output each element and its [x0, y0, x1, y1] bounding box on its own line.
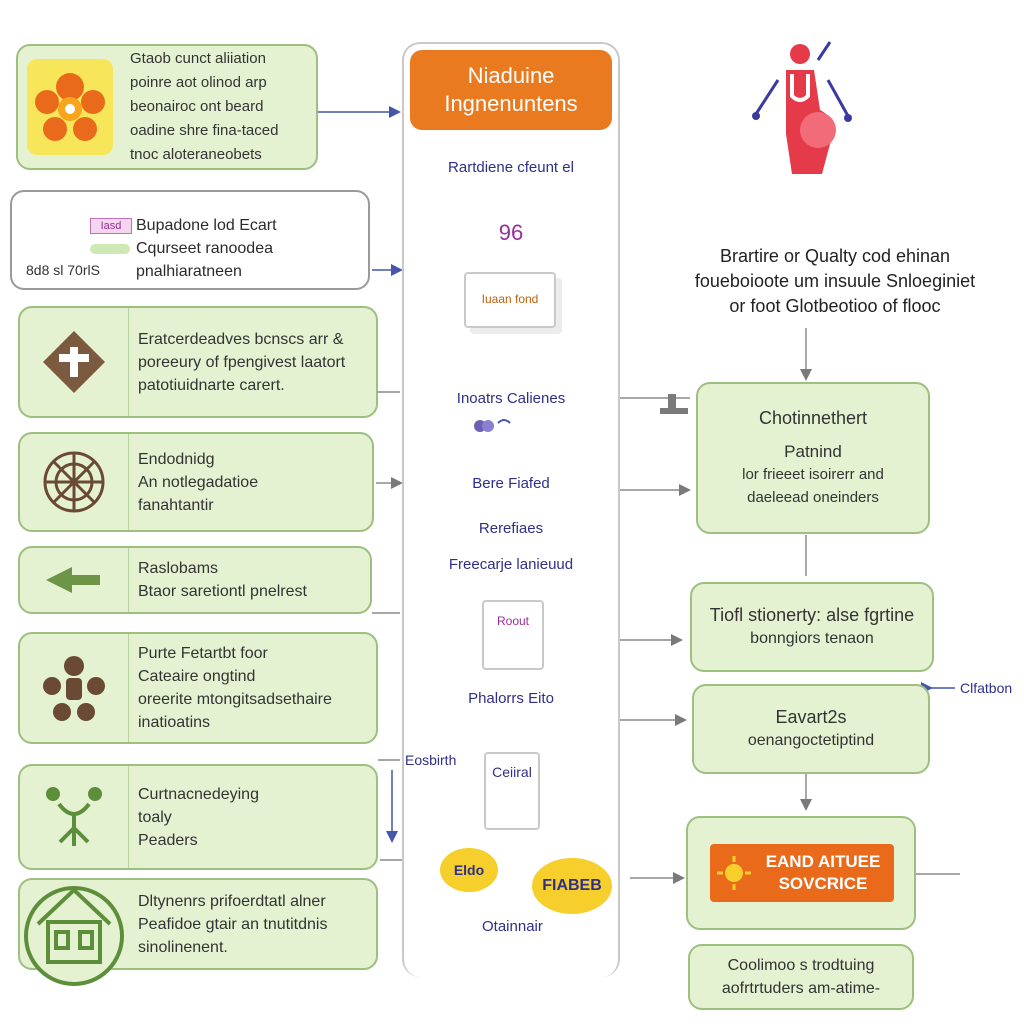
- left-box-5-line-1: Raslobams: [138, 560, 219, 577]
- right-box-1-line-2: daeleead oneinders: [747, 489, 879, 506]
- center-bottom-label: Otainnair: [482, 918, 543, 935]
- left-box-2[interactable]: Iasd 8d8 sl 70rlS Bupadone lod Ecart Cqu…: [10, 190, 370, 290]
- right-box-2-line-2: bonngiors tenaon: [750, 630, 874, 647]
- center-label-5: Freecarje lanieuud: [448, 556, 574, 573]
- left-box-1-line-2: poinre aot olinod arp: [130, 74, 267, 91]
- left-box-7-line-2: toaly: [138, 808, 172, 826]
- left-box-1-line-4: oadine shre fina-taced: [130, 122, 279, 139]
- left-box-7-line-3: Peaders: [138, 831, 198, 849]
- left-box-6[interactable]: Purte Fetartbt foor Cateaire ongtind ore…: [18, 632, 378, 744]
- left-box-1-line-3: beonairoc ont beard: [130, 98, 264, 115]
- left-box-7-line-1: Curtnacnedeying: [138, 785, 259, 803]
- left-box-1-line-5: tnoc aloteraneobets: [130, 146, 262, 163]
- people-icon: [20, 634, 129, 742]
- right-box-2-line-1: Tiofl stionerty: alse fgrtine: [709, 605, 915, 625]
- badge-icon: Iasd: [90, 218, 132, 234]
- left-box-5-line-2: Btaor saretiontl pnelrest: [138, 583, 307, 600]
- center-badge-left[interactable]: Eldo: [440, 848, 498, 892]
- globe-icon: [20, 434, 129, 530]
- right-box-1[interactable]: Chotinnethert Patnind lor frieeet isoire…: [696, 382, 930, 534]
- left-box-3[interactable]: Eratcerdeadves bcnscs arr & poreeury of …: [18, 306, 378, 418]
- left-box-8-line-2: Peafidoe gtair an tnutitdnis: [138, 915, 328, 933]
- right-box-5[interactable]: Coolimoo s trodtuing aofrtrtuders am-ati…: [688, 944, 914, 1010]
- left-box-4-line-3: fanahtantir: [138, 496, 214, 514]
- left-box-8-line-1: Dltynenrs prifoerdtatl alner: [138, 892, 326, 910]
- center-card-3-label: Ceiiral: [492, 764, 532, 780]
- right-box-4-line-2: SOVCRICE: [778, 874, 868, 893]
- center-card-2[interactable]: Roout: [482, 600, 544, 670]
- left-box-6-line-2: Cateaire ongtind: [138, 668, 256, 685]
- left-box-5[interactable]: Raslobams Btaor saretiontl pnelrest: [18, 546, 372, 614]
- left-box-3-line-2: poreeury of fpengivest laatort: [138, 353, 346, 371]
- right-box-3[interactable]: Eavart2s oenangoctetiptind: [692, 684, 930, 774]
- flower-icon: [18, 46, 122, 168]
- left-box-8[interactable]: Dltynenrs prifoerdtatl alner Peafidoe gt…: [18, 878, 378, 986]
- left-box-6-line-3: oreerite mtongitsadsethaire: [138, 691, 332, 708]
- center-header[interactable]: Niaduine Ingnenuntens: [410, 50, 612, 130]
- center-label-1: Rartdiene cfeunt el: [448, 159, 574, 176]
- right-box-1-subtitle: Patnind: [784, 442, 842, 461]
- sun-icon: [717, 856, 751, 890]
- pregnant-figure-icon: [748, 40, 858, 180]
- right-box-1-line-1: lor frieeet isoirerr and: [742, 466, 884, 483]
- left-box-6-line-4: inatioatins: [138, 714, 211, 731]
- arrow-left-icon: [20, 548, 129, 612]
- house-icon: [20, 880, 128, 986]
- center-label-2: Inoatrs Calienes: [456, 390, 566, 407]
- right-box-3-title: Eavart2s: [775, 707, 847, 727]
- left-box-8-line-3: sinolinenent.: [138, 938, 228, 956]
- center-card-3[interactable]: Ceiiral: [484, 752, 540, 830]
- center-card-1[interactable]: Iuaan fond: [464, 272, 556, 328]
- left-box-1-line-1: Gtaob cunct aliiation: [130, 50, 266, 67]
- center-card-2-label: Roout: [496, 614, 530, 628]
- right-box-5-line-2: aofrtrtuders am-atime-: [721, 980, 881, 997]
- left-box-2-subtitle: Cqurseet ranoodea: [136, 240, 273, 257]
- left-box-2-title: Bupadone lod Ecart: [136, 217, 277, 234]
- right-box-5-line-1: Coolimoo s trodtuing: [727, 957, 875, 974]
- right-junction-marker: [650, 392, 694, 416]
- left-box-4-line-1: Endodnidg: [138, 450, 215, 468]
- left-box-7[interactable]: Curtnacnedeying toaly Peaders: [18, 764, 378, 870]
- left-box-2-footer: pnalhiaratneen: [136, 263, 242, 280]
- right-box-3-side-label: Clfatbon: [960, 680, 1013, 696]
- left-box-6-line-1: Purte Fetartbt foor: [138, 645, 268, 662]
- right-box-1-title: Chotinnethert: [758, 408, 868, 428]
- right-box-3-line-1: oenangoctetiptind: [747, 732, 875, 749]
- center-header-line2: Ingnenuntens: [444, 91, 578, 116]
- center-side-label: Eosbirth: [405, 752, 457, 768]
- left-box-2-pill: [90, 244, 130, 254]
- left-box-4-line-2: An notlegadatioe: [138, 473, 259, 491]
- right-intro-line-1: Brartire or Qualty cod ehinan: [719, 246, 951, 266]
- right-intro-line-2: foueboioote um insuule Snloeginiet: [694, 271, 976, 291]
- right-box-4-line-1: EAND AITUEE: [765, 852, 881, 871]
- signpost-icon: [20, 308, 129, 416]
- center-column: Niaduine Ingnenuntens Rartdiene cfeunt e…: [402, 42, 620, 977]
- left-box-3-line-1: Eratcerdeadves bcnscs arr &: [138, 330, 344, 348]
- left-box-4[interactable]: Endodnidg An notlegadatioe fanahtantir: [18, 432, 374, 532]
- right-box-4-banner[interactable]: EAND AITUEE SOVCRICE: [710, 844, 894, 902]
- center-number: 96: [498, 220, 524, 245]
- left-box-3-line-3: patotiuidnarte carert.: [138, 376, 285, 394]
- left-box-2-badge: Iasd: [100, 220, 122, 232]
- left-box-1[interactable]: Gtaob cunct aliiation poinre aot olinod …: [16, 44, 318, 170]
- right-intro-line-3: or foot Glotbeotioo of flooc: [729, 296, 941, 316]
- center-connector-icon: [472, 417, 511, 433]
- center-label-4: Rerefiaes: [478, 520, 544, 537]
- center-badge-left-label: Eldo: [453, 862, 485, 878]
- plant-icon: [20, 766, 129, 868]
- right-box-4[interactable]: EAND AITUEE SOVCRICE: [686, 816, 916, 930]
- right-intro: Brartire or Qualty cod ehinan foueboioot…: [650, 244, 1020, 319]
- center-label-6: Phalorrs Eito: [468, 690, 554, 707]
- center-label-3: Bere Fiafed: [472, 475, 550, 492]
- center-badge-right-label: FIABEB: [542, 877, 602, 894]
- left-box-2-side-label: 8d8 sl 70rlS: [26, 262, 100, 278]
- center-badge-right[interactable]: FIABEB: [532, 858, 612, 914]
- center-card-1-label: Iuaan fond: [481, 292, 539, 306]
- center-header-line1: Niaduine: [467, 63, 555, 88]
- right-box-2[interactable]: Tiofl stionerty: alse fgrtine bonngiors …: [690, 582, 934, 672]
